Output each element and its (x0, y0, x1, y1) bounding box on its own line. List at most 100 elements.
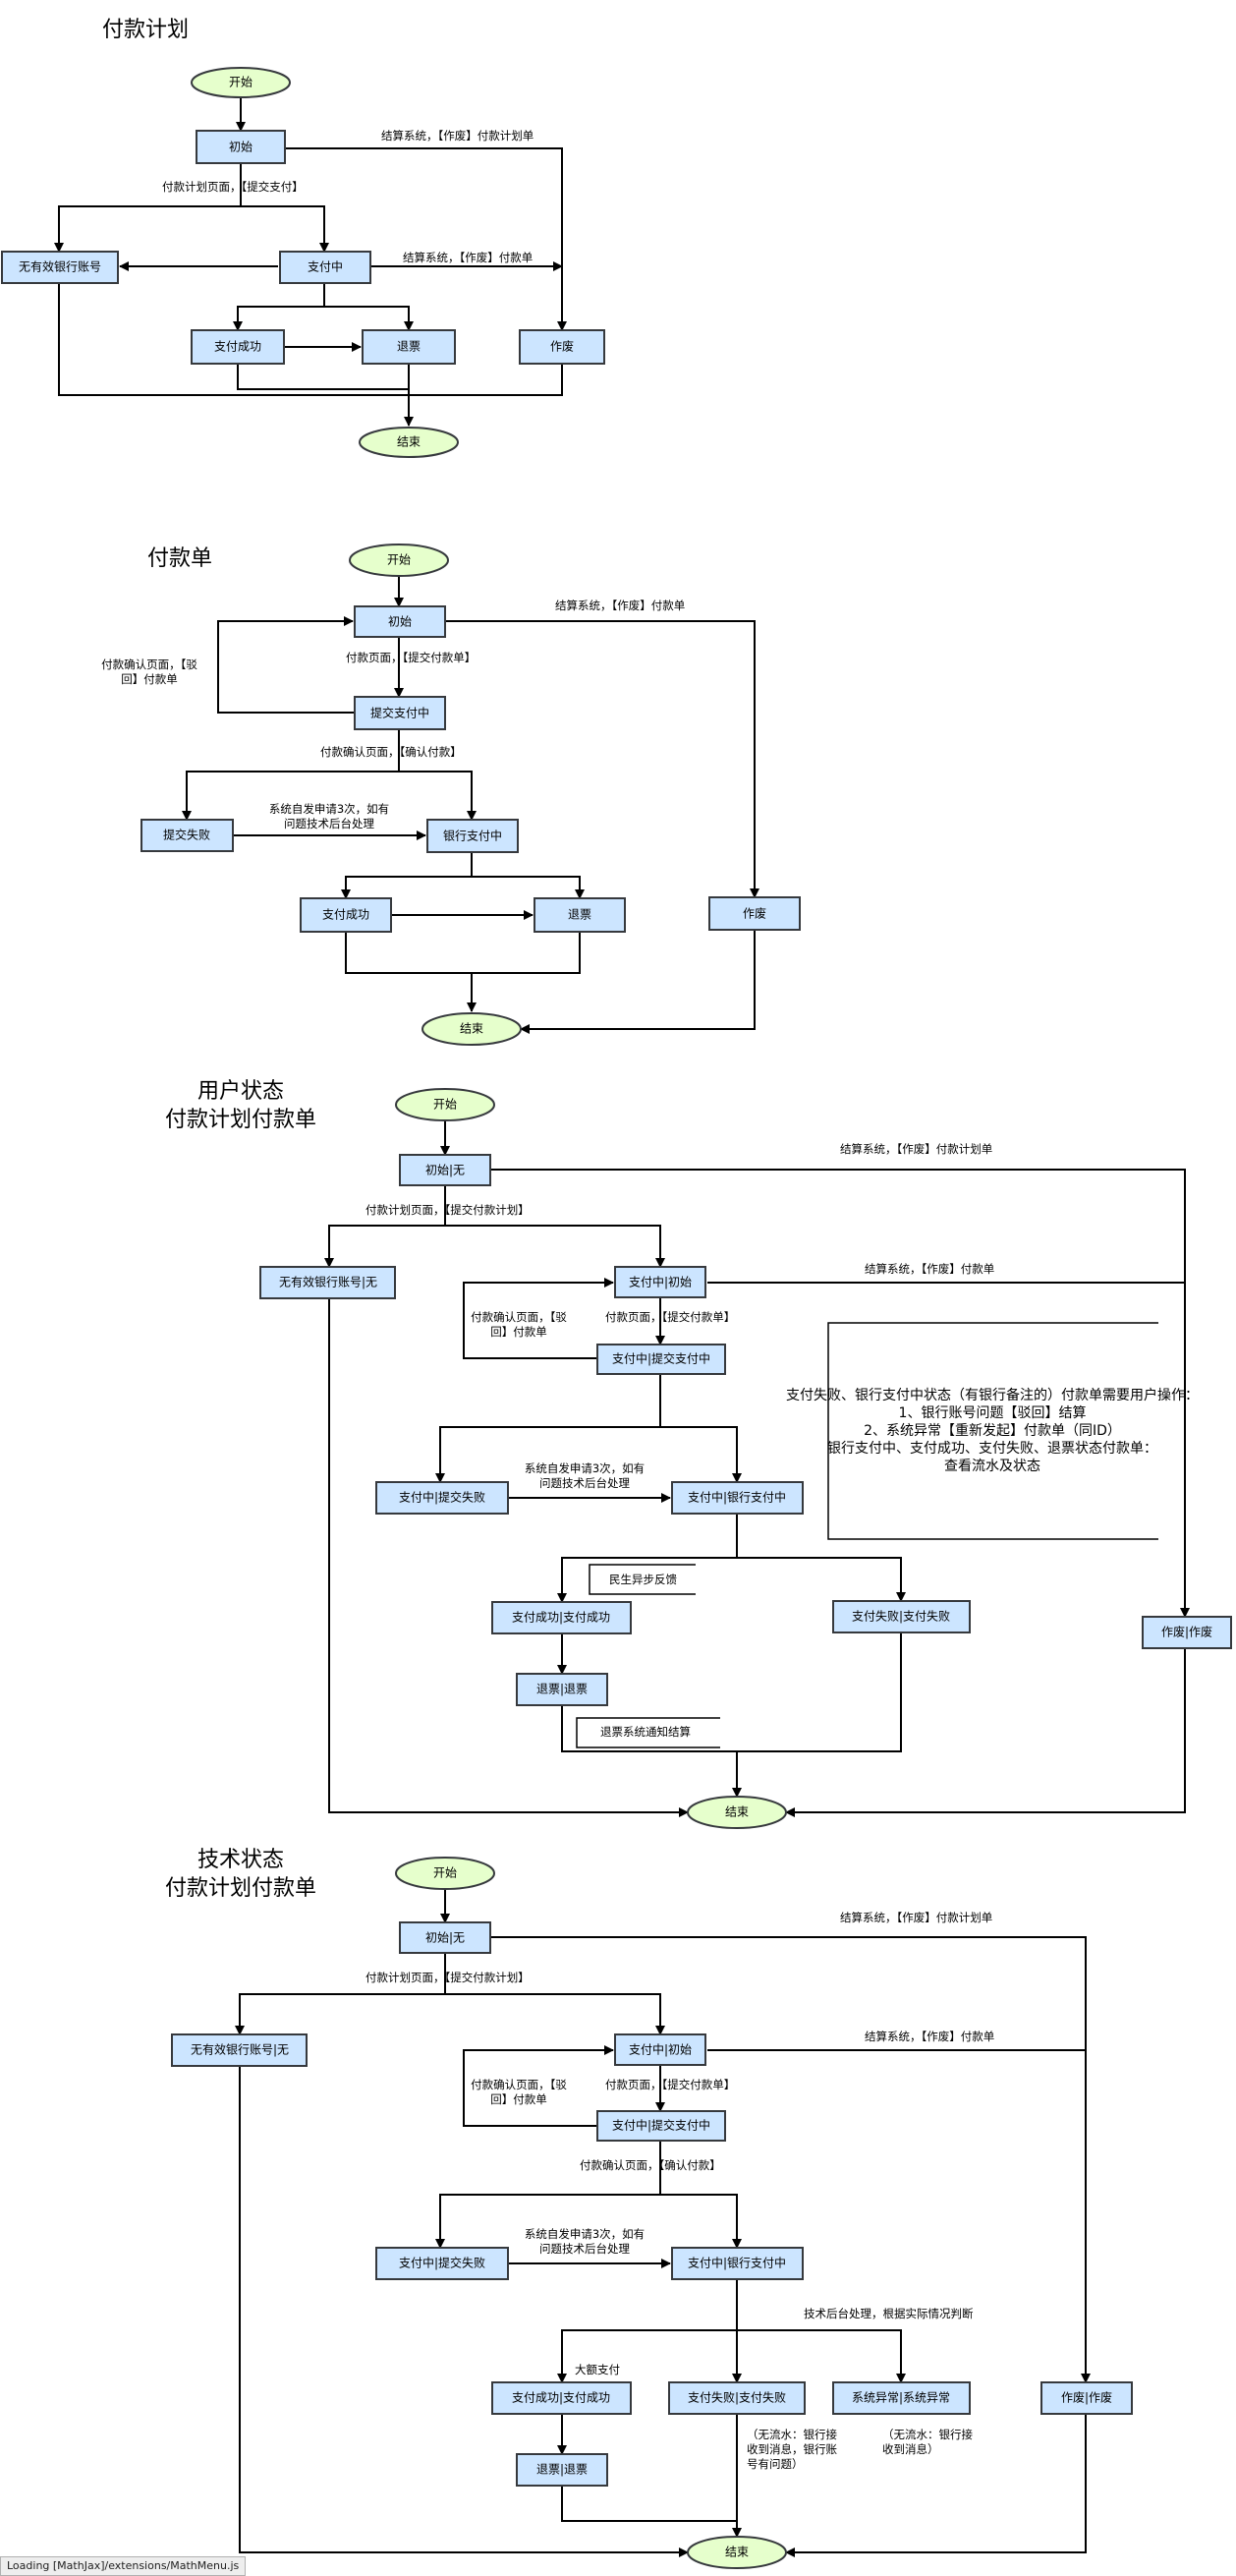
node-success-label: 支付成功 (214, 340, 261, 354)
end-node: 结束 (359, 427, 459, 458)
node-paying-label: 支付中 (308, 259, 343, 274)
node-no-bank-account-label: 无有效银行账号|无 (191, 2042, 289, 2057)
node-init: 初始 (196, 130, 286, 164)
diagram-title-line-1: 技术状态 (197, 1848, 284, 1872)
node-paying-init: 支付中|初始 (614, 2033, 706, 2066)
start-node: 开始 (395, 1857, 495, 1890)
edge-label-void-plan: 结算系统，【作废】付款计划单 (381, 129, 534, 143)
start-node: 开始 (395, 1088, 495, 1121)
node-no-bank-account-label: 无有效银行账号 (19, 259, 101, 274)
edge-label-tech-backend: 技术后台处理，根据实际情况判断 (804, 2307, 974, 2320)
end-node-label: 结束 (725, 2546, 749, 2559)
node-submitting: 支付中|提交支付中 (596, 1344, 726, 1375)
diagram-edges (54, 93, 567, 427)
node-refund: 退票|退票 (516, 2453, 608, 2487)
node-init: 初始 (354, 605, 446, 638)
start-node-label: 开始 (433, 1098, 457, 1112)
edge-label-retry-1: 系统自发申请3次，如有 (269, 802, 389, 816)
node-refund-label: 退票 (568, 908, 591, 922)
diagram-title: 付款计划 (102, 18, 189, 42)
edge-label-large-payment: 大额支付 (575, 2363, 620, 2376)
edge-label-submit-order: 付款页面，【提交付款单】 (605, 1310, 735, 1324)
node-no-bank-account: 无有效银行账号|无 (171, 2033, 308, 2067)
node-success-label: 支付成功|支付成功 (512, 2391, 610, 2405)
node-submitting: 支付中|提交支付中 (596, 2110, 726, 2142)
start-node-label: 开始 (387, 553, 411, 567)
note-box: 支付失败、银行支付中状态（有银行备注的）付款单需要用户操作： 1、银行账号问题【… (786, 1387, 1199, 1474)
edge-label-async-feedback: 民生异步反馈 (609, 1573, 677, 1586)
diagram-payment-order: 付款单 结算系统，【作废】付款单 付款页面，【提交付款单】 付款确认页面，【驳 … (101, 544, 801, 1046)
note-no-flow-1-line-3: 号有问题） (747, 2457, 804, 2471)
node-refund-label: 退票|退票 (536, 2463, 588, 2477)
node-success: 支付成功|支付成功 (491, 1601, 632, 1634)
node-success: 支付成功 (191, 329, 285, 365)
node-bank-paying: 支付中|银行支付中 (671, 1481, 804, 1515)
end-node-label: 结束 (725, 1805, 749, 1819)
node-paying-init-label: 支付中|初始 (629, 1275, 692, 1289)
node-refund-label: 退票 (397, 340, 421, 354)
diagram-title-line-1: 用户状态 (197, 1079, 284, 1104)
edge-label-confirm: 付款确认页面，【确认付款】 (320, 745, 462, 759)
node-success-label: 支付成功 (322, 908, 369, 922)
node-submit-failed-label: 支付中|提交失败 (399, 1490, 485, 1505)
edge-label-reject-2: 回】付款单 (490, 2092, 547, 2106)
node-init-label: 初始|无 (425, 1931, 465, 1945)
node-no-bank-account: 无有效银行账号 (1, 251, 119, 284)
edge-label-retry-2: 问题技术后台处理 (539, 2242, 630, 2256)
note-line-5: 查看流水及状态 (944, 1459, 1040, 1474)
node-refund: 退票 (534, 897, 626, 933)
node-pay-failed-label: 支付失败|支付失败 (688, 2390, 786, 2405)
diagram-title-line-2: 付款计划付款单 (165, 1108, 316, 1132)
node-paying-init-label: 支付中|初始 (629, 2042, 692, 2057)
node-pay-failed: 支付失败|支付失败 (668, 2381, 806, 2415)
node-init-label: 初始|无 (425, 1164, 465, 1177)
edge-label-void: 结算系统，【作废】付款单 (555, 599, 685, 612)
node-void: 作废|作废 (1040, 2381, 1133, 2415)
node-submitting-label: 支付中|提交支付中 (612, 1351, 710, 1366)
node-bank-paying-label: 支付中|银行支付中 (688, 1490, 786, 1505)
node-init: 初始|无 (399, 1921, 491, 1954)
edge-label-reject-1: 付款确认页面，【驳 (101, 658, 197, 671)
edge-label-retry-2: 问题技术后台处理 (539, 1476, 630, 1490)
edge-label-retry-1: 系统自发申请3次，如有 (525, 1461, 645, 1475)
edge-label-reject-2: 回】付款单 (121, 672, 178, 686)
node-init-label: 初始 (229, 141, 253, 154)
node-void-label: 作废|作废 (1161, 1625, 1212, 1639)
node-success: 支付成功 (300, 897, 392, 933)
node-no-bank-account-label: 无有效银行账号|无 (279, 1275, 377, 1289)
end-node-label: 结束 (460, 1022, 483, 1036)
node-bank-paying-label: 支付中|银行支付中 (688, 2256, 786, 2270)
note-line-4: 银行支付中、支付成功、支付失败、退票状态付款单： (827, 1441, 1157, 1457)
start-node-label: 开始 (433, 1866, 457, 1880)
node-pay-failed-label: 支付失败|支付失败 (852, 1609, 950, 1624)
node-system-exception: 系统异常|系统异常 (832, 2381, 971, 2415)
diagram-edges (235, 1889, 1091, 2557)
edge-label-submit-order: 付款页面，【提交付款单】 (605, 2078, 735, 2091)
edge-label-retry-1: 系统自发申请3次，如有 (525, 2227, 645, 2241)
status-bar: Loading [MathJax]/extensions/MathMenu.js (0, 2556, 247, 2576)
end-node: 结束 (687, 2536, 787, 2569)
diagram-tech-status: 技术状态 付款计划付款单 结算系统，【作废】付款计划单 付款计划页面，【 (165, 1848, 1133, 2569)
node-no-bank-account: 无有效银行账号|无 (259, 1266, 396, 1299)
node-system-exception-label: 系统异常|系统异常 (852, 2391, 950, 2405)
end-node-label: 结束 (397, 435, 421, 449)
note-no-flow-1-line-2: 收到消息，银行账 (747, 2442, 837, 2456)
edge-label-submit: 付款计划页面，【提交支付】 (162, 180, 304, 194)
node-submitting: 提交支付中 (354, 696, 446, 730)
node-void-label: 作废 (743, 906, 766, 921)
note-line-3: 2、系统异常【重新发起】付款单（同ID） (864, 1423, 1121, 1439)
node-refund-label: 退票|退票 (536, 1683, 588, 1696)
diagram-edges (182, 576, 759, 1034)
node-init: 初始|无 (399, 1154, 491, 1186)
edge-label-void-plan: 结算系统，【作废】付款计划单 (840, 1911, 992, 1924)
node-submit-failed: 支付中|提交失败 (375, 2247, 509, 2280)
edge-label-confirm: 付款确认页面，【确认付款】 (580, 2158, 721, 2172)
note-line-2: 1、银行账号问题【驳回】结算 (899, 1405, 1087, 1421)
edge-label-void-order: 结算系统，【作废】付款单 (403, 251, 533, 264)
edge-label-reject-1: 付款确认页面，【驳 (471, 2078, 567, 2091)
start-node: 开始 (191, 67, 291, 98)
node-submit-failed: 支付中|提交失败 (375, 1481, 509, 1515)
edge-label-refund-notify: 退票系统通知结算 (600, 1725, 691, 1739)
node-bank-paying-label: 银行支付中 (443, 829, 502, 843)
edge-label-submit-plan: 付款计划页面，【提交付款计划】 (365, 1203, 530, 1217)
